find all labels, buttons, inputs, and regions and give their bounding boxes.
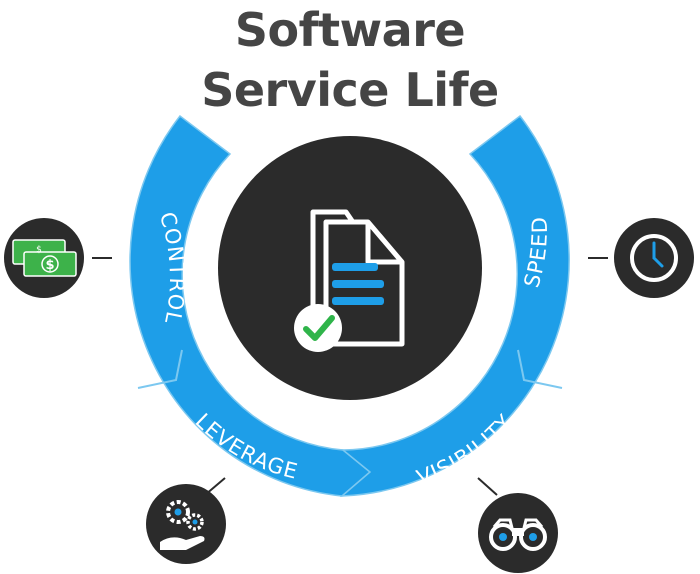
diagram-title: Software Service Life — [0, 0, 700, 120]
center-hub — [218, 136, 482, 400]
svg-text:$: $ — [45, 258, 54, 273]
title-line-1: Software — [234, 3, 466, 57]
ring-segment-speed-visibility — [339, 114, 570, 497]
svg-text:$: $ — [36, 245, 42, 255]
connector-visibility — [477, 477, 498, 496]
control-icon-badge: $ $ — [4, 218, 84, 298]
gears-hand-icon — [160, 500, 205, 550]
money-icon: $ $ — [12, 239, 77, 277]
clock-icon — [630, 234, 678, 282]
ring-segment-control-leverage — [129, 114, 372, 497]
divider-control-leverage — [137, 349, 183, 389]
divider-speed-visibility — [517, 349, 563, 389]
document-check-icon — [294, 209, 405, 352]
leverage-icon-badge — [146, 484, 226, 564]
ring — [129, 114, 570, 497]
title-line-2: Service Life — [201, 63, 499, 117]
speed-icon-badge — [614, 218, 694, 298]
visibility-icon-badge — [478, 493, 558, 573]
binoculars-icon — [489, 518, 547, 551]
